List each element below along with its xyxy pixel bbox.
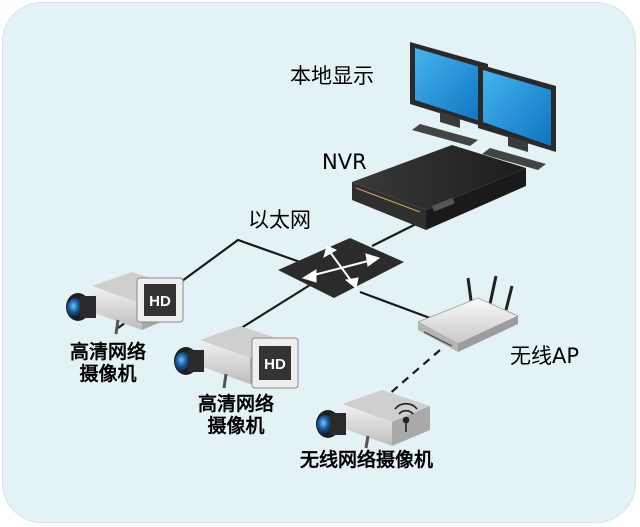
wifi-signal-icon	[394, 402, 418, 432]
hd-badge-1: HD	[136, 277, 184, 323]
network-switch-icon	[278, 238, 404, 298]
link-switch-ap	[359, 290, 431, 320]
wireless-camera-label: 无线网络摄像机	[300, 449, 434, 471]
wireless-ap-label: 无线AP	[510, 344, 580, 368]
link-switch-nvr	[371, 221, 421, 247]
hd-camera-1-label: 高清网络 摄像机	[70, 341, 147, 385]
hd-badge-2: HD	[251, 337, 299, 389]
hd-badge-2-text: HD	[264, 356, 286, 373]
hd-camera-2-label: 高清网络 摄像机	[198, 393, 275, 437]
link-camera2-switch	[237, 279, 319, 331]
monitor-icon	[410, 42, 556, 170]
local-display-label: 本地显示	[290, 64, 374, 88]
wireless-camera-icon	[316, 390, 430, 449]
ethernet-label: 以太网	[248, 208, 311, 232]
nvr-recorder-icon	[352, 145, 526, 230]
nvr-label: NVR	[322, 150, 367, 174]
hd-badge-1-text: HD	[149, 293, 171, 310]
wireless-router-icon	[417, 275, 519, 352]
